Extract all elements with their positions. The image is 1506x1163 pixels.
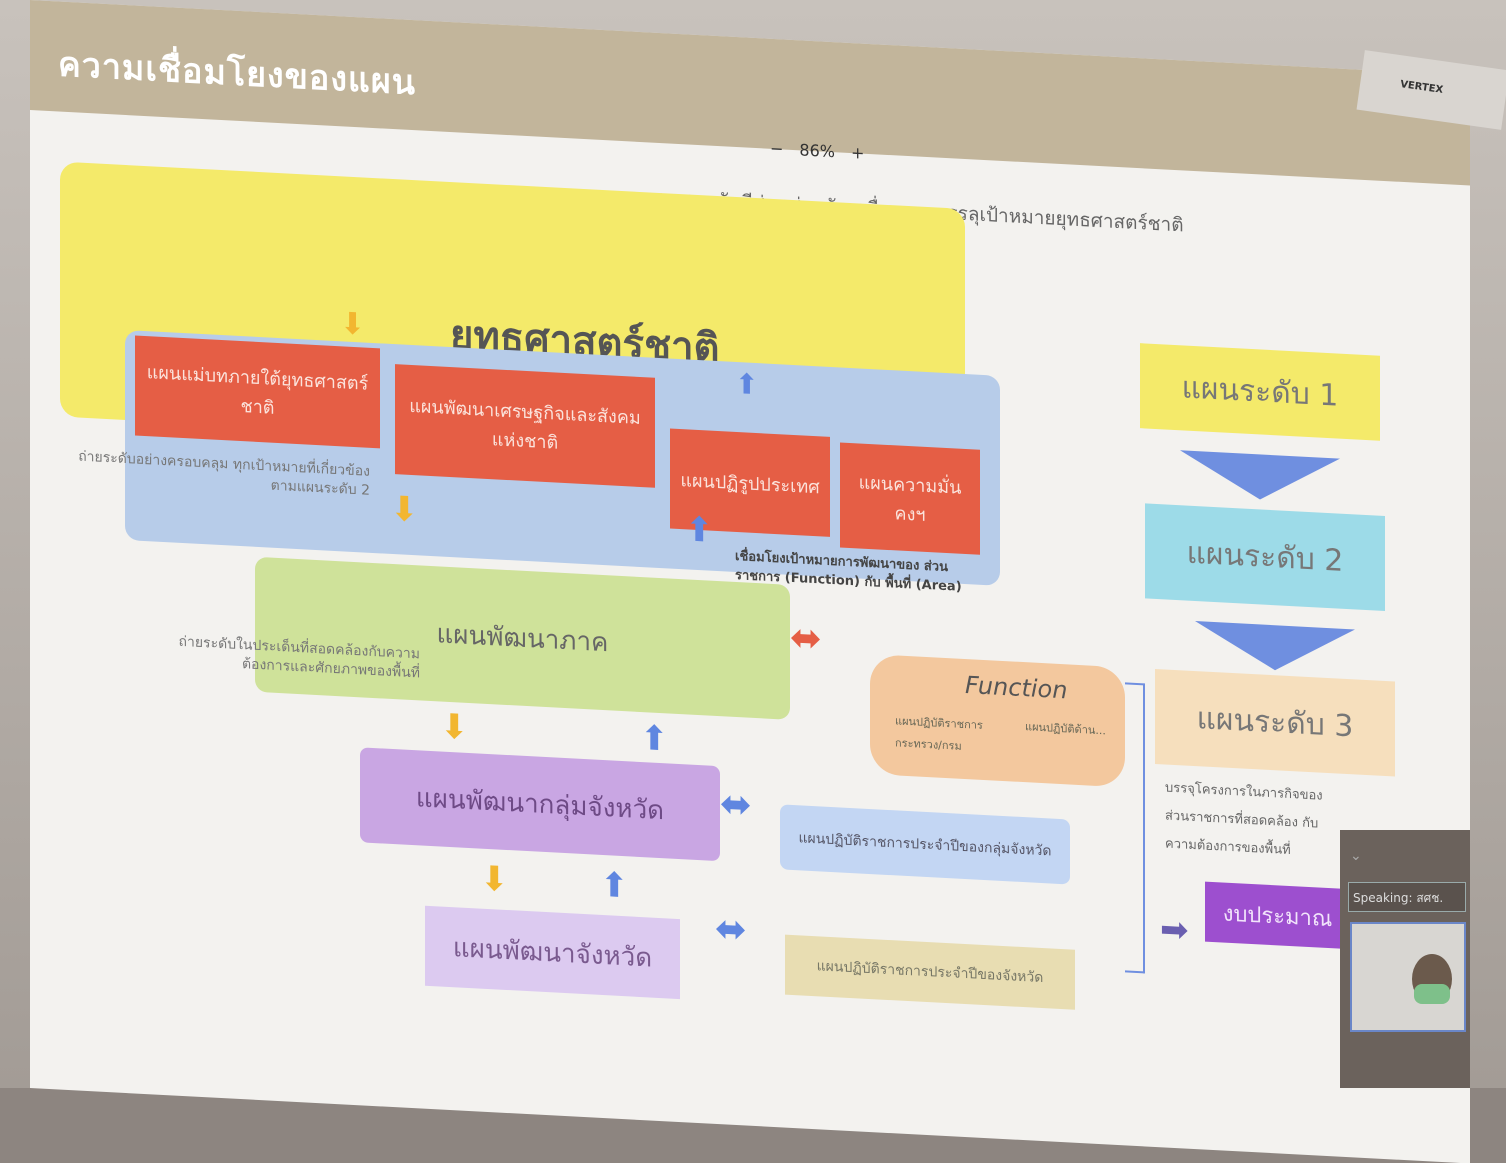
national-econ-plan-box: แผนพัฒนาเศรษฐกิจและสังคมแห่งชาติ [395,364,655,488]
triangle-down-icon [1195,621,1355,675]
arrow-down-icon: ⬇ [390,488,419,531]
master-plan-box: แผนแม่บทภายใต้ยุทธศาสตร์ชาติ [135,335,380,449]
arrow-down-icon: ⬇ [340,306,366,343]
level1-box: แผนระดับ 1 [1140,343,1380,441]
budget-box: งบประมาณ [1205,881,1350,950]
function-box: Function แผนปฏิบัติราชการ กระทรวง/กรม แผ… [870,654,1125,788]
security-plan-box: แผนความมั่นคงฯ [840,442,980,555]
connector-line [1125,682,1145,974]
zoom-level: 86% [799,140,835,162]
arrow-up-icon: ⬆ [735,366,759,402]
province-group-action-box: แผนปฏิบัติราชการประจำปีของกลุ่มจังหวัด [780,804,1070,885]
arrow-up-icon: ⬆ [685,509,714,551]
province-group-plan-box: แผนพัฒนากลุ่มจังหวัด [360,747,720,862]
speaking-indicator: Speaking: สศช. [1348,882,1466,912]
arrow-up-icon: ⬆ [640,717,669,760]
triangle-down-icon [1180,450,1340,504]
arrow-right-icon: ➡ [1160,909,1189,951]
province-action-box: แผนปฏิบัติราชการประจำปีของจังหวัด [785,934,1075,1010]
double-arrow-icon: ⬌ [715,905,747,952]
level3-note: บรรจุโครงการในภารกิจของ ส่วนราชการที่สอด… [1165,780,1323,859]
participant-video[interactable] [1350,922,1466,1032]
regional-plan-box: แผนพัฒนาภาค [255,556,790,720]
level2-box: แผนระดับ 2 [1145,503,1385,612]
arrow-down-icon: ⬇ [480,858,509,901]
level3-box: แผนระดับ 3 [1155,668,1395,777]
arrow-up-icon: ⬆ [600,864,629,907]
function-title: Function [965,671,1068,705]
double-arrow-icon: ⬌ [720,781,752,827]
zoom-control: − 86% + [770,139,864,163]
projected-slide: ความเชื่อมโยงของแผน − 86% + แผนทุกระดับม… [30,0,1470,1163]
zoom-out-button[interactable]: − [770,138,784,159]
function-item-ministry: แผนปฏิบัติราชการ กระทรวง/กรม [895,714,983,753]
province-plan-box: แผนพัฒนาจังหวัด [425,905,680,1000]
function-item-other: แผนปฏิบัติด้าน... [1025,720,1106,738]
chevron-down-icon[interactable]: ⌄ [1350,848,1362,864]
zoom-in-button[interactable]: + [850,143,865,163]
double-arrow-icon: ⬌ [790,614,822,661]
mask-icon [1414,984,1450,1004]
arrow-down-icon: ⬇ [440,706,469,748]
